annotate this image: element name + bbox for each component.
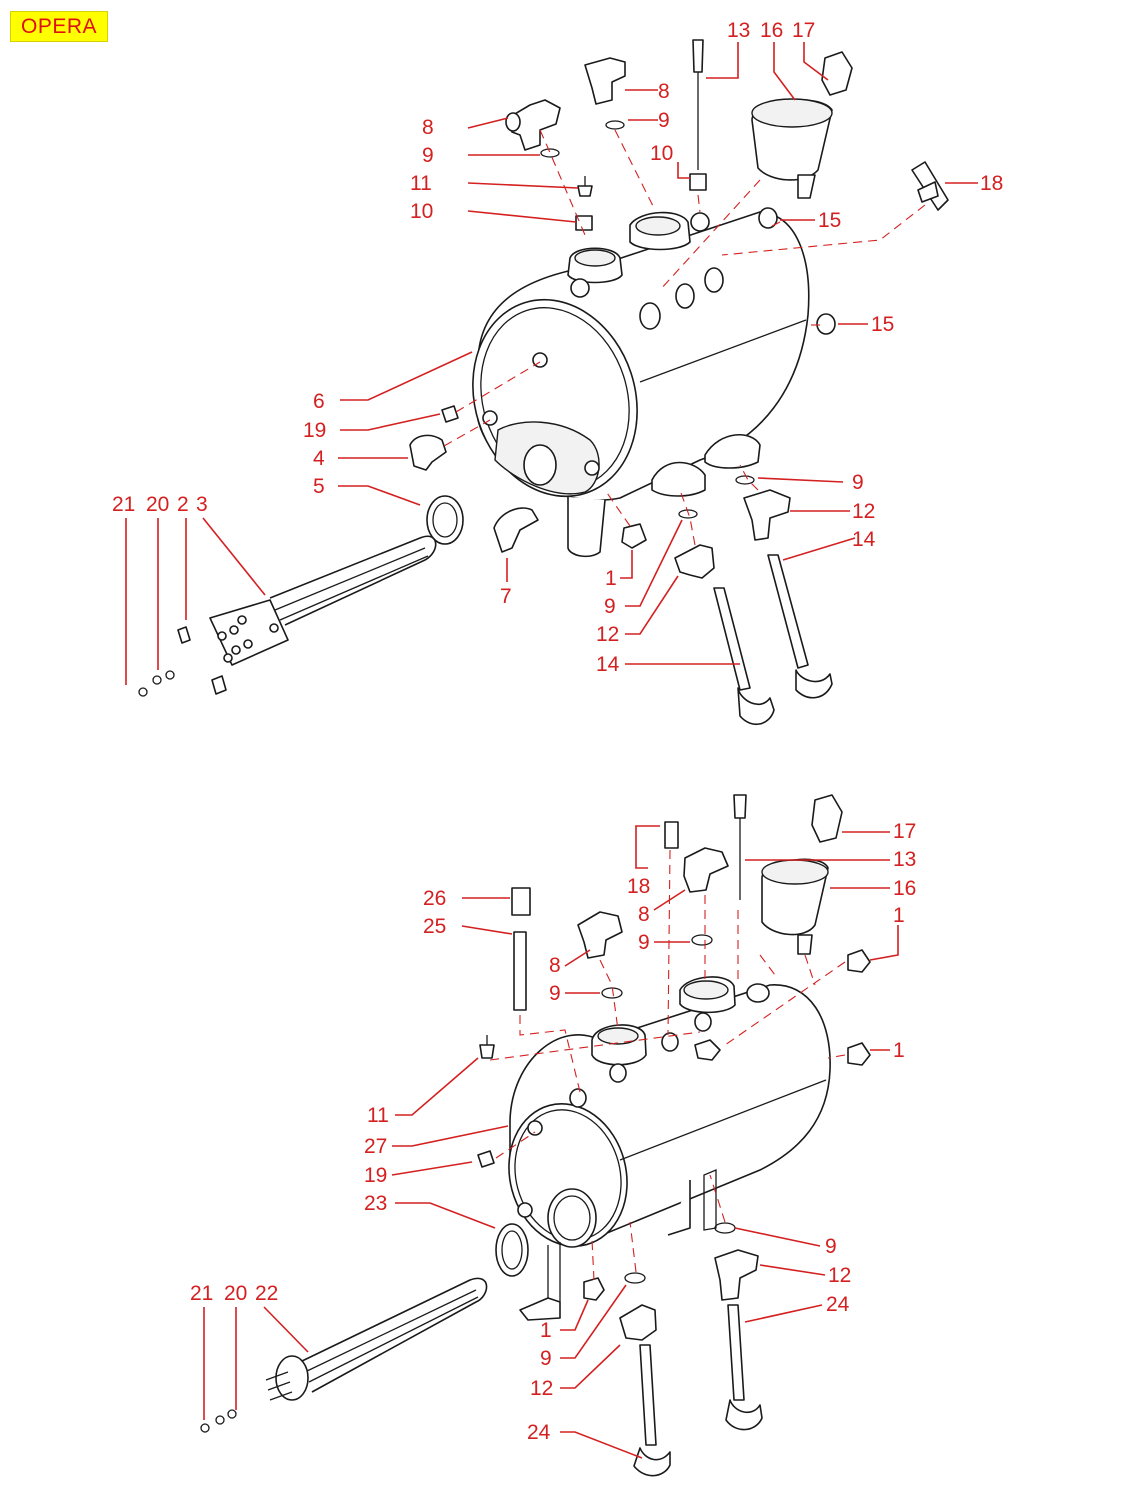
callout: 1: [605, 567, 617, 590]
callout: 17: [792, 19, 815, 42]
top-boiler: [472, 211, 810, 558]
callout: 8: [549, 954, 561, 977]
callout: 9: [422, 144, 434, 167]
callout: 5: [313, 475, 325, 498]
top-callouts: 13 16 17 8 9 8 9 10 11 10 18 15 15 6 19 …: [112, 19, 1003, 676]
callout: 11: [367, 1104, 389, 1127]
callout: 9: [852, 471, 864, 494]
callout: 14: [852, 528, 876, 551]
callout: 18: [980, 172, 1003, 195]
callout: 20: [224, 1282, 247, 1305]
callout: 1: [893, 1039, 905, 1062]
callout: 6: [313, 390, 325, 413]
callout: 9: [638, 931, 650, 954]
callout: 15: [871, 313, 894, 336]
model-tag: OPERA: [10, 11, 108, 42]
callout: 8: [658, 80, 670, 103]
callout: 13: [893, 848, 916, 871]
callout: 23: [364, 1192, 387, 1215]
callout: 2: [177, 493, 189, 516]
callout: 1: [540, 1319, 552, 1342]
top-leader-lines: [125, 42, 978, 685]
callout: 16: [893, 877, 916, 900]
callout: 3: [196, 493, 208, 516]
bottom-boiler: [508, 976, 831, 1321]
bottom-leader-lines: [203, 825, 899, 1459]
callout: 13: [727, 19, 750, 42]
callout: 10: [410, 200, 433, 223]
callout: 19: [303, 419, 326, 442]
callout: 8: [638, 903, 650, 926]
callout: 9: [549, 982, 561, 1005]
callout: 9: [540, 1347, 552, 1370]
top-alignment-lines: [443, 129, 926, 546]
callout: 12: [828, 1264, 851, 1287]
callout: 9: [658, 109, 670, 132]
callout: 21: [112, 493, 135, 516]
callout: 20: [146, 493, 169, 516]
callout: 27: [364, 1135, 387, 1158]
callout: 17: [893, 820, 916, 843]
callout: 12: [596, 623, 619, 646]
callout: 11: [410, 172, 432, 195]
callout: 24: [826, 1293, 850, 1316]
callout: 12: [530, 1377, 553, 1400]
callout: 9: [604, 595, 616, 618]
bottom-heating-element: [200, 1223, 529, 1433]
bottom-small-parts: [477, 794, 871, 1477]
callout: 19: [364, 1164, 387, 1187]
callout: 4: [313, 447, 325, 470]
callout: 7: [500, 585, 512, 608]
callout: 21: [190, 1282, 213, 1305]
callout: 9: [825, 1235, 837, 1258]
callout: 10: [650, 142, 673, 165]
callout: 26: [423, 887, 446, 910]
callout: 8: [422, 116, 434, 139]
bottom-callouts: 18 17 13 16 26 8 25 9 8 9 1 1 11 27 19 2…: [190, 820, 916, 1444]
callout: 25: [423, 915, 446, 938]
callout: 18: [627, 875, 650, 898]
top-small-parts: [409, 39, 949, 726]
callout: 15: [818, 209, 841, 232]
callout: 24: [527, 1421, 551, 1444]
callout: 14: [596, 653, 620, 676]
callout: 12: [852, 500, 875, 523]
callout: 22: [255, 1282, 278, 1305]
top-heating-element: [138, 495, 464, 697]
callout: 1: [893, 904, 905, 927]
callout: 16: [760, 19, 783, 42]
